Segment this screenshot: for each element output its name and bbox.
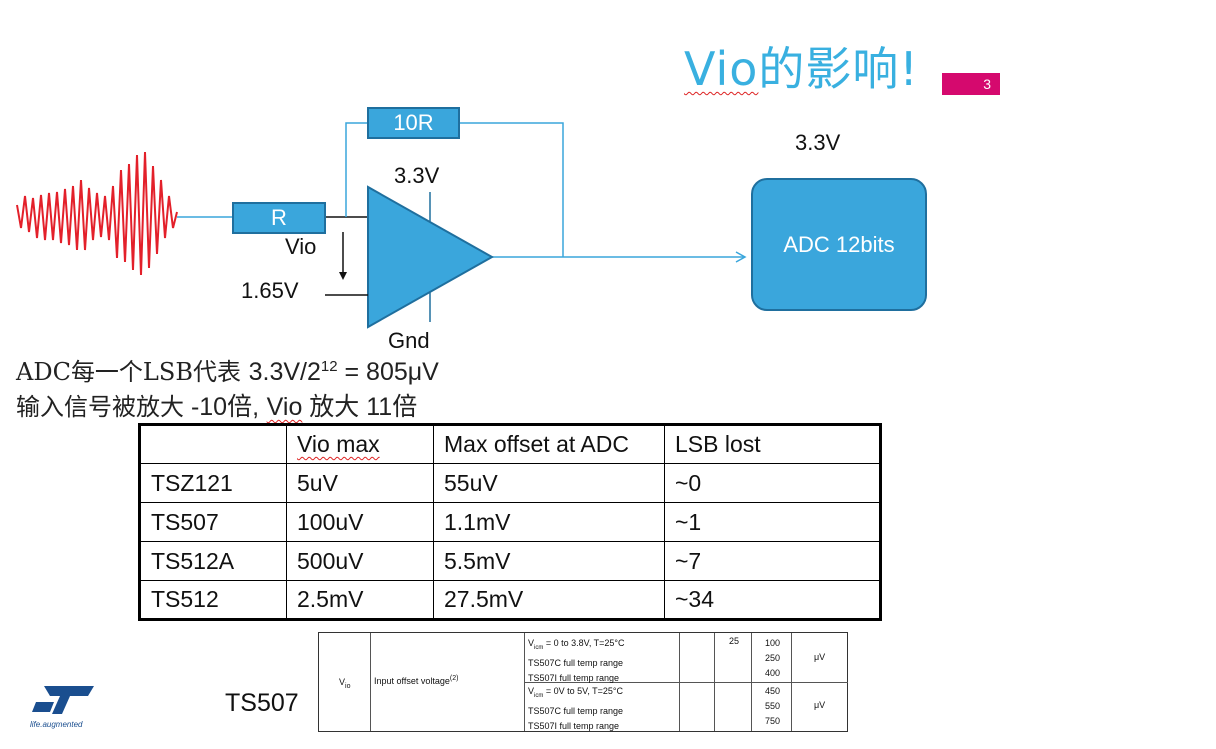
lsb-note-exponent: 12: [320, 358, 338, 375]
table-cell: TS507: [139, 502, 287, 542]
table-cell: TSZ121: [139, 463, 287, 503]
logo-tagline: life.augmented: [30, 720, 83, 729]
table-cell: ~7: [664, 541, 881, 581]
gain-note: 输入信号被放大 -10倍, Vio 放大 11倍: [16, 387, 417, 423]
datasheet-parameter-note: (2): [449, 675, 459, 682]
datasheet-part-label: TS507: [225, 689, 299, 717]
table-cell: ~1: [664, 502, 881, 542]
table-cell: 500uV: [286, 541, 434, 581]
table-row: TSZ121 5uV 55uV ~0: [139, 463, 881, 503]
table-cell: 2.5mV: [286, 580, 434, 620]
condition-line: TS507I full temp range: [528, 672, 620, 683]
datasheet-symbol-text: V: [339, 677, 346, 687]
input-signal-waveform: [16, 151, 178, 276]
table-header-row: Vio max Max offset at ADC LSB lost: [139, 424, 881, 464]
vio-label: Vio: [285, 234, 317, 259]
table-cell: 27.5mV: [433, 580, 665, 620]
page-number-badge: 3: [942, 73, 1000, 95]
max-value: 550: [765, 701, 781, 711]
gain-note-vio: Vio: [266, 393, 303, 421]
table-header-cell: Max offset at ADC: [433, 424, 665, 464]
datasheet-excerpt: Vio Input offset voltage(2) Vicm = 0 to …: [318, 632, 848, 732]
lsb-note-value: 3.3V/2: [248, 358, 321, 386]
table-cell: 55uV: [433, 463, 665, 503]
vio-comparison-table: Vio max Max offset at ADC LSB lost TSZ12…: [138, 423, 882, 621]
condition-line: TS507I full temp range: [528, 720, 620, 731]
table-header-cell: LSB lost: [664, 424, 881, 464]
table-header-cell: Vio max: [286, 424, 434, 464]
datasheet-typ: 25: [729, 636, 740, 646]
datasheet-symbol: Vio: [339, 677, 350, 690]
datasheet-unit-2: μV: [814, 700, 826, 710]
opamp-supply-label: 3.3V: [394, 163, 440, 188]
table-header-cell: [139, 424, 287, 464]
ref-voltage-label: 1.65V: [241, 278, 299, 303]
datasheet-parameter: Input offset voltage(2): [374, 675, 458, 686]
slide-title: Vio的影响!: [684, 46, 919, 92]
max-value: 450: [765, 686, 781, 696]
condition-line: TS507C full temp range: [528, 705, 624, 716]
table-row: TS507 100uV 1.1mV ~1: [139, 502, 881, 542]
adc-supply-label: 3.3V: [795, 130, 841, 155]
datasheet-parameter-text: Input offset voltage: [374, 676, 450, 686]
gain-note-suffix: 放大 11倍: [302, 393, 418, 421]
table-cell: ~0: [664, 463, 881, 503]
max-value: 750: [765, 716, 781, 726]
datasheet-conditions-1: Vicm = 0 to 3.8V, T=25°C TS507C full tem…: [528, 636, 625, 686]
datasheet-symbol-sub: io: [345, 682, 351, 690]
lsb-note: ADC每一个LSB代表 3.3V/212 = 805μV: [16, 352, 439, 387]
adc-block: ADC 12bits: [751, 178, 927, 311]
table-cell: TS512A: [139, 541, 287, 581]
table-cell: TS512: [139, 580, 287, 620]
st-logo-icon: [32, 686, 94, 714]
gain-note-gain: -10倍,: [184, 393, 260, 421]
datasheet-unit-1: μV: [814, 652, 826, 662]
lsb-note-result: = 805μV: [337, 358, 439, 386]
condition-line: Vicm = 0V to 5V, T=25°C: [528, 686, 624, 699]
table-cell: ~34: [664, 580, 881, 620]
vio-arrow-icon: [339, 272, 347, 280]
feedback-resistor: 10R: [367, 107, 460, 139]
table-cell: 5uV: [286, 463, 434, 503]
gain-note-prefix: 输入信号被放大: [16, 393, 184, 421]
adc-label: ADC 12bits: [783, 231, 895, 257]
lsb-note-prefix: ADC每一个LSB代表: [16, 358, 241, 386]
title-vio: Vio: [684, 42, 759, 96]
datasheet-conditions-2: Vicm = 0V to 5V, T=25°C TS507C full temp…: [528, 684, 623, 734]
title-rest: 的影响!: [758, 42, 919, 96]
ground-label: Gnd: [388, 328, 430, 353]
datasheet-max-2: 450 550 750: [765, 684, 780, 729]
header-vio-max: Vio max: [297, 431, 380, 457]
datasheet-max-1: 100 250 400: [765, 636, 780, 681]
max-value: 100: [765, 638, 781, 648]
condition-line: Vicm = 0 to 3.8V, T=25°C: [528, 638, 625, 651]
max-value: 400: [765, 668, 781, 678]
table-cell: 100uV: [286, 502, 434, 542]
table-row: TS512 2.5mV 27.5mV ~34: [139, 580, 881, 620]
table-row: TS512A 500uV 5.5mV ~7: [139, 541, 881, 581]
condition-line: TS507C full temp range: [528, 657, 624, 668]
table-cell: 1.1mV: [433, 502, 665, 542]
max-value: 250: [765, 653, 781, 663]
input-resistor: R: [232, 202, 326, 234]
table-cell: 5.5mV: [433, 541, 665, 581]
